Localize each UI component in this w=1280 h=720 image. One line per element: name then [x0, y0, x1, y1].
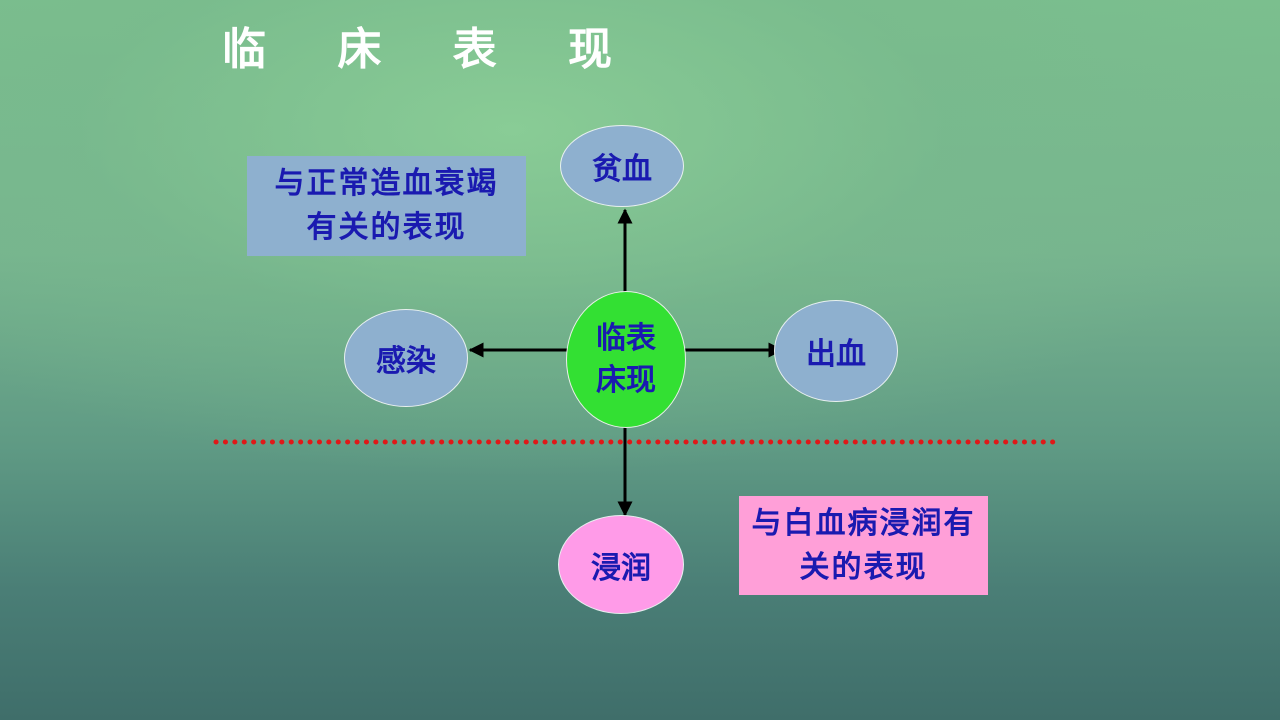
note-lower-right-text: 与白血病浸润有关的表现: [751, 505, 976, 585]
node-top: 贫血: [560, 125, 684, 207]
node-top-label: 贫血: [592, 152, 652, 187]
slide-title: 临 床 表 现: [222, 24, 640, 75]
node-right-label: 出血: [806, 337, 866, 372]
node-left-label: 感染: [376, 344, 436, 379]
note-upper-left-text: 与正常造血衰竭有关的表现: [274, 166, 499, 245]
node-right: 出血: [774, 300, 898, 402]
note-lower-right: 与白血病浸润有关的表现: [739, 496, 988, 595]
note-upper-left: 与正常造血衰竭有关的表现: [247, 156, 526, 256]
node-center: 临表床现: [566, 291, 686, 428]
node-bottom-label: 浸润: [591, 550, 651, 586]
node-center-label: 临表床现: [596, 320, 656, 398]
node-bottom: 浸润: [558, 515, 684, 614]
node-left: 感染: [344, 309, 468, 407]
